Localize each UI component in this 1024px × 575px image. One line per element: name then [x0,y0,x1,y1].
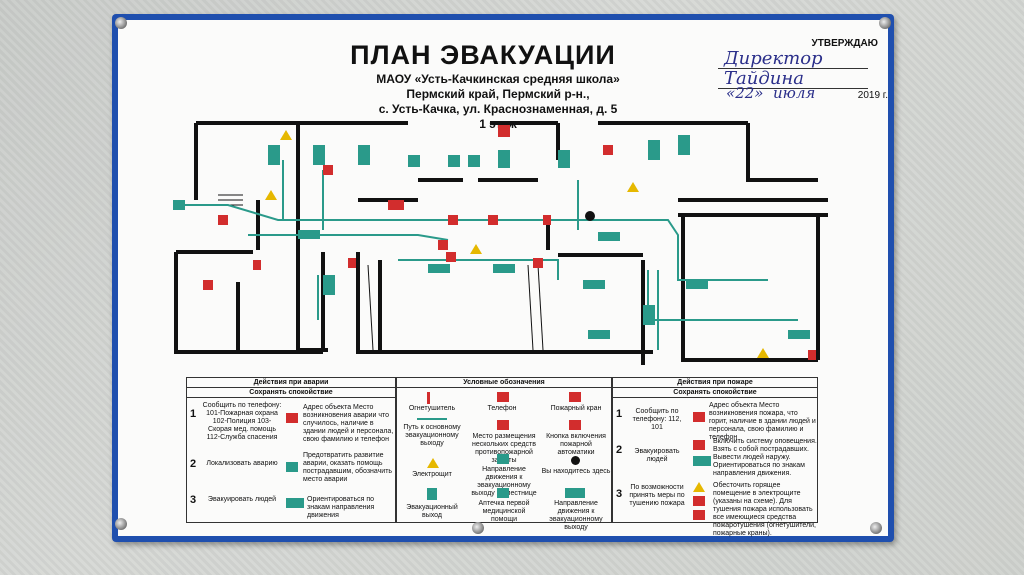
legend-item-3: Пожарный кран [550,405,602,412]
fire-extinguisher-icon [427,392,430,404]
accident-row-1-note: Адрес объекта Место возникновения аварии… [303,404,394,443]
fire-row-2-note: Включить систему оповещения. Взять с соб… [713,438,817,477]
fire-header: Действия при пожаре [613,378,817,388]
you-are-here-icon [571,456,580,465]
approval-day-value: 22 [735,84,755,102]
fire-row-1-number: 1 [616,408,623,420]
plan-sheet: ПЛАН ЭВАКУАЦИИ МАОУ «Усть-Качкинская сре… [118,20,888,537]
fire-hydrant-icon [569,392,581,402]
approval-day: «22» [726,84,764,102]
fire-row-1-note: Адрес объекта Место возникновения пожара… [709,402,816,441]
phone-icon [693,412,705,422]
legend-item-11: Аптечка первой медицинской помощи [478,500,530,523]
exit-direction-icon [565,488,585,498]
approval-position: Директор [724,48,823,69]
fire-equipment-icon [497,420,509,430]
accident-row-1-action: Сообщить по телефону: 101-Пожарная охран… [202,402,282,441]
screw-bottom-middle [472,522,484,534]
fire-row-3-action: По возможности принять меры по тушению п… [629,484,685,507]
accident-row-3-action: Эвакуировать людей [207,496,277,503]
legend-item-4: Путь к основному эвакуационному выходу [403,424,461,447]
accident-row-1-number: 1 [190,408,197,420]
exit-direction-icon [693,456,711,466]
accident-row-3-number: 3 [190,494,197,506]
emergency-exit-icon [427,488,437,500]
legend-item-2: Телефон [487,405,517,412]
legend-item-10: Эвакуационный выход [406,504,458,519]
accident-header: Действия при аварии [187,378,395,388]
fire-row-2-number: 2 [616,444,623,456]
accident-subheader: Сохранять спокойствие [187,388,395,398]
fire-button-icon [569,420,581,430]
main-route-icon [417,418,447,420]
first-aid-icon [286,462,298,472]
fire-actions-table: Действия при пожаре Сохранять спокойстви… [612,377,818,537]
evacuation-routes [178,160,798,350]
plan-title: ПЛАН ЭВАКУАЦИИ [118,40,878,71]
legend-item-7: Электрощит [412,471,452,478]
accident-row-2-number: 2 [190,458,197,470]
signature-line-1 [718,68,868,69]
accident-row-2-action: Локализовать аварию [206,460,278,467]
first-aid-icon [497,488,509,498]
stairs-route-icon [497,454,509,464]
approval-label: УТВЕРЖДАЮ [811,38,878,49]
legend-item-6: Кнопка включения пожарной автоматики [546,433,606,456]
electric-panel-icon [693,482,705,492]
accident-row-3-note: Ориентироваться по знакам направления дв… [307,496,375,519]
fire-hydrant-icon [693,510,705,520]
school-address: с. Усть-Качка, ул. Краснознаменная, д. 5 [378,102,618,116]
screw-top-left [115,17,127,29]
map-markers [173,125,816,360]
fire-row-3-number: 3 [616,488,623,500]
accident-actions-table: Действия при аварии Сохранять спокойстви… [186,377,396,523]
instructions-area: Действия при аварии Сохранять спокойстви… [186,377,818,537]
signature-line-2 [718,88,868,89]
legend-item-9: Вы находитесь здесь [541,468,611,475]
approval-signature: Тайдина [724,68,804,89]
accident-row-2-note: Предотвратить развитие аварии, оказать п… [303,452,393,483]
legend-item-12: Направление движения к эвакуационному вы… [549,500,603,531]
legend-header: Условные обозначения [397,378,611,388]
approval-month: июля [773,84,816,102]
legend-item-1: Огнетушитель [408,405,456,412]
fire-row-3-note: Обесточить горящее помещение в электрощи… [713,482,816,537]
phone-icon [497,392,509,402]
school-region: Пермский край, Пермский р-н., [406,87,590,101]
fire-row-1-action: Сообщить по телефону: 112, 101 [632,408,682,431]
exit-direction-icon [286,498,304,508]
floor-plan [173,121,828,365]
electric-panel-icon [427,458,439,468]
plan-title-text: ПЛАН ЭВАКУАЦИИ [350,40,616,70]
fire-row-2-action: Эвакуировать людей [634,448,680,463]
school-name: МАОУ «Усть-Качкинская средняя школа» [376,72,620,86]
fire-subheader: Сохранять спокойствие [613,388,817,398]
screw-top-right [879,17,891,29]
screw-bottom-right [870,522,882,534]
screw-bottom-left [115,518,127,530]
legend-table: Условные обозначения Огнетушитель Телефо… [396,377,612,531]
evacuation-plan-board: ПЛАН ЭВАКУАЦИИ МАОУ «Усть-Качкинская сре… [112,14,894,542]
fire-button-icon [693,440,705,450]
fire-extinguisher-icon [693,496,705,506]
phone-icon [286,413,298,423]
approval-year: 2019 г. [857,90,888,101]
walls [174,121,828,365]
stair-hatching [218,194,544,351]
